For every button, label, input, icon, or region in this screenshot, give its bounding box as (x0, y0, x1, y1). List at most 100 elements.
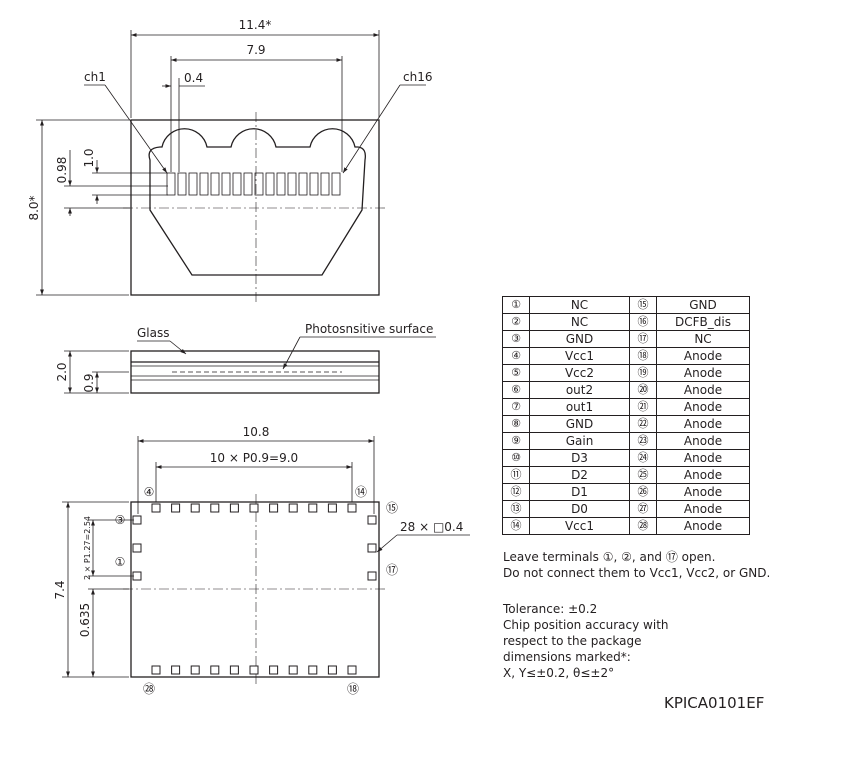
dim-20-label: 2.0 (55, 362, 69, 381)
pin-name-cell: NC (656, 330, 750, 348)
top-view-window-outline (148, 128, 366, 276)
pin-number-cell: ㉒ (629, 415, 657, 433)
terminal-pad (367, 515, 377, 525)
pad-count-label: 28 × □0.4 (400, 520, 463, 534)
pin-number-cell: ⑧ (502, 415, 530, 433)
pin-name-cell: Anode (656, 415, 750, 433)
terminal-pad (229, 665, 239, 675)
pin-number-cell: ⑦ (502, 398, 530, 416)
pin-name-cell: Anode (656, 449, 750, 467)
pin-number-cell: ② (502, 313, 530, 331)
bottom-view: 10.8 10 × P0.9=9.0 ④ ⑭ ⑮ ③ ① ⑰ ㉘ ⑱ 28 × … (53, 425, 470, 696)
pin-name-cell: GND (529, 415, 630, 433)
terminal-pad (132, 571, 142, 581)
pin-number-cell: ⑫ (502, 483, 530, 501)
pin-name-cell: Anode (656, 381, 750, 399)
drawing-code: KPICA0101EF (664, 694, 765, 712)
note-line-1: Leave terminals ①, ②, and ⑰ open. (503, 550, 716, 564)
pin-number-cell: ⑲ (629, 364, 657, 382)
terminal-pads (132, 503, 377, 675)
pin-label-15: ⑮ (386, 501, 398, 515)
dim-height-label: 8.0* (27, 195, 41, 220)
photodiode-channel (287, 172, 297, 196)
photodiode-channel (265, 172, 275, 196)
dim-098-label: 0.98 (55, 157, 69, 184)
pin-number-cell: ㉔ (629, 449, 657, 467)
tolerance-line-3: respect to the package (503, 634, 642, 648)
pin-number-cell: ① (502, 296, 530, 314)
terminal-pad (367, 571, 377, 581)
pin-name-cell: Anode (656, 500, 750, 518)
pin-name-cell: DCFB_dis (656, 313, 750, 331)
pin-name-cell: NC (529, 313, 630, 331)
bottom-view-outline (130, 501, 380, 678)
tolerance-line-1: Tolerance: ±0.2 (503, 602, 598, 616)
dim-10-label: 1.0 (82, 148, 96, 167)
dim-width-label: 11.4* (239, 18, 272, 32)
pin-name-cell: Gain (529, 432, 630, 450)
connection-note: Leave terminals ①, ②, and ⑰ open. Do not… (503, 549, 770, 581)
terminal-pad (327, 665, 337, 675)
terminal-pad (308, 665, 318, 675)
pin-number-cell: ⑨ (502, 432, 530, 450)
terminal-pad (190, 503, 200, 513)
pin-number-cell: ㉓ (629, 432, 657, 450)
pin-number-cell: ⑪ (502, 466, 530, 484)
photodiode-channel (320, 172, 330, 196)
terminal-pad (308, 503, 318, 513)
photodiode-channel (210, 172, 220, 196)
pin-number-cell: ㉘ (629, 517, 657, 535)
terminal-pad (249, 665, 259, 675)
label-ch16: ch16 (403, 70, 432, 84)
pin-name-cell: out2 (529, 381, 630, 399)
terminal-pad (151, 503, 161, 513)
tolerance-line-5: X, Y≤±0.2, θ≤±2° (503, 666, 615, 680)
terminal-pad (190, 665, 200, 675)
pin-number-cell: ⑥ (502, 381, 530, 399)
terminal-pad (269, 503, 279, 513)
pin-number-cell: ㉕ (629, 466, 657, 484)
pin-label-17: ⑰ (386, 563, 398, 577)
terminal-pad (288, 665, 298, 675)
photodiode-channel (331, 172, 341, 196)
pin-number-cell: ⑩ (502, 449, 530, 467)
pin-name-cell: Anode (656, 398, 750, 416)
terminal-pad (210, 503, 220, 513)
side-view: Glass Photosnsitive surface 2.0 0.9 (55, 322, 436, 394)
pin-name-cell: Vcc2 (529, 364, 630, 382)
photodiode-channel (254, 172, 264, 196)
label-glass: Glass (137, 326, 170, 340)
terminal-pad (229, 503, 239, 513)
pin-name-cell: D3 (529, 449, 630, 467)
pin-name-cell: out1 (529, 398, 630, 416)
tolerance-line-4: dimensions marked*: (503, 650, 631, 664)
pin-number-cell: ⑬ (502, 500, 530, 518)
pin-number-cell: ⑭ (502, 517, 530, 535)
label-ch1: ch1 (84, 70, 106, 84)
label-photosensitive-surface: Photosnsitive surface (305, 322, 433, 336)
terminal-pad (171, 665, 181, 675)
terminal-pad (367, 543, 377, 553)
terminal-pad (269, 665, 279, 675)
tolerance-line-2: Chip position accuracy with (503, 618, 669, 632)
pin-number-cell: ㉑ (629, 398, 657, 416)
terminal-pad (151, 665, 161, 675)
pin-label-18: ⑱ (347, 682, 359, 696)
side-view-outline (130, 350, 380, 394)
terminal-pad (210, 665, 220, 675)
pin-label-14: ⑭ (355, 485, 367, 499)
top-view-package-outline (130, 119, 380, 296)
pin-number-cell: ⑱ (629, 347, 657, 365)
pin-number-cell: ㉖ (629, 483, 657, 501)
pin-number-cell: ④ (502, 347, 530, 365)
pin-name-cell: Anode (656, 466, 750, 484)
